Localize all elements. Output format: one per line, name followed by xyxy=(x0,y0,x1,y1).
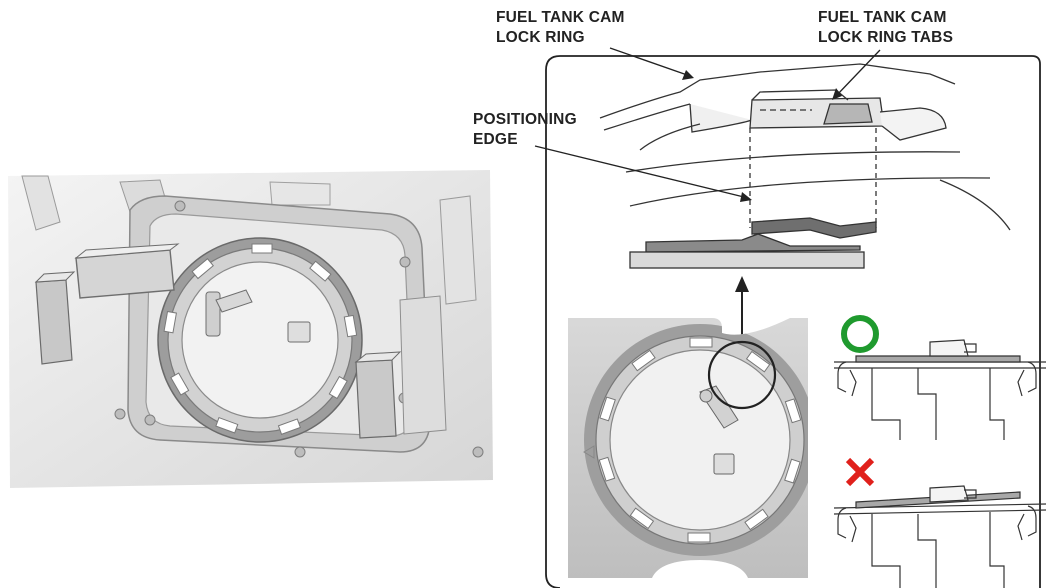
label-cam-lock-ring-tabs-line-2: LOCK RING TABS xyxy=(818,29,954,46)
detail-frame xyxy=(545,55,1041,588)
overview-illustration xyxy=(8,170,493,488)
label-cam-lock-ring-tabs-line-1: FUEL TANK CAM xyxy=(818,9,947,26)
incorrect-section-drawing xyxy=(833,485,1046,588)
leader-cam-lock-ring xyxy=(609,47,691,77)
magnifier-circle xyxy=(707,340,777,410)
leader-lines xyxy=(534,47,881,199)
leader-cam-lock-ring-tabs xyxy=(835,49,881,97)
green-circle-icon xyxy=(841,315,879,353)
label-cam-lock-ring-line-1: FUEL TANK CAM xyxy=(496,9,625,26)
correct-section-drawing xyxy=(834,339,1046,440)
label-positioning-edge-line-1: POSITIONING xyxy=(473,111,577,128)
label-positioning-edge: POSITIONING EDGE xyxy=(473,110,577,150)
ring-closeup-illustration xyxy=(568,318,808,578)
label-cam-lock-ring-tabs: FUEL TANK CAM LOCK RING TABS xyxy=(818,8,953,48)
red-cross-icon xyxy=(845,457,875,487)
ring-section-drawing xyxy=(599,63,1011,269)
label-positioning-edge-line-2: EDGE xyxy=(473,131,518,148)
label-cam-lock-ring-line-2: LOCK RING xyxy=(496,29,585,46)
leader-positioning-edge xyxy=(534,145,749,199)
label-cam-lock-ring: FUEL TANK CAM LOCK RING xyxy=(496,8,625,48)
